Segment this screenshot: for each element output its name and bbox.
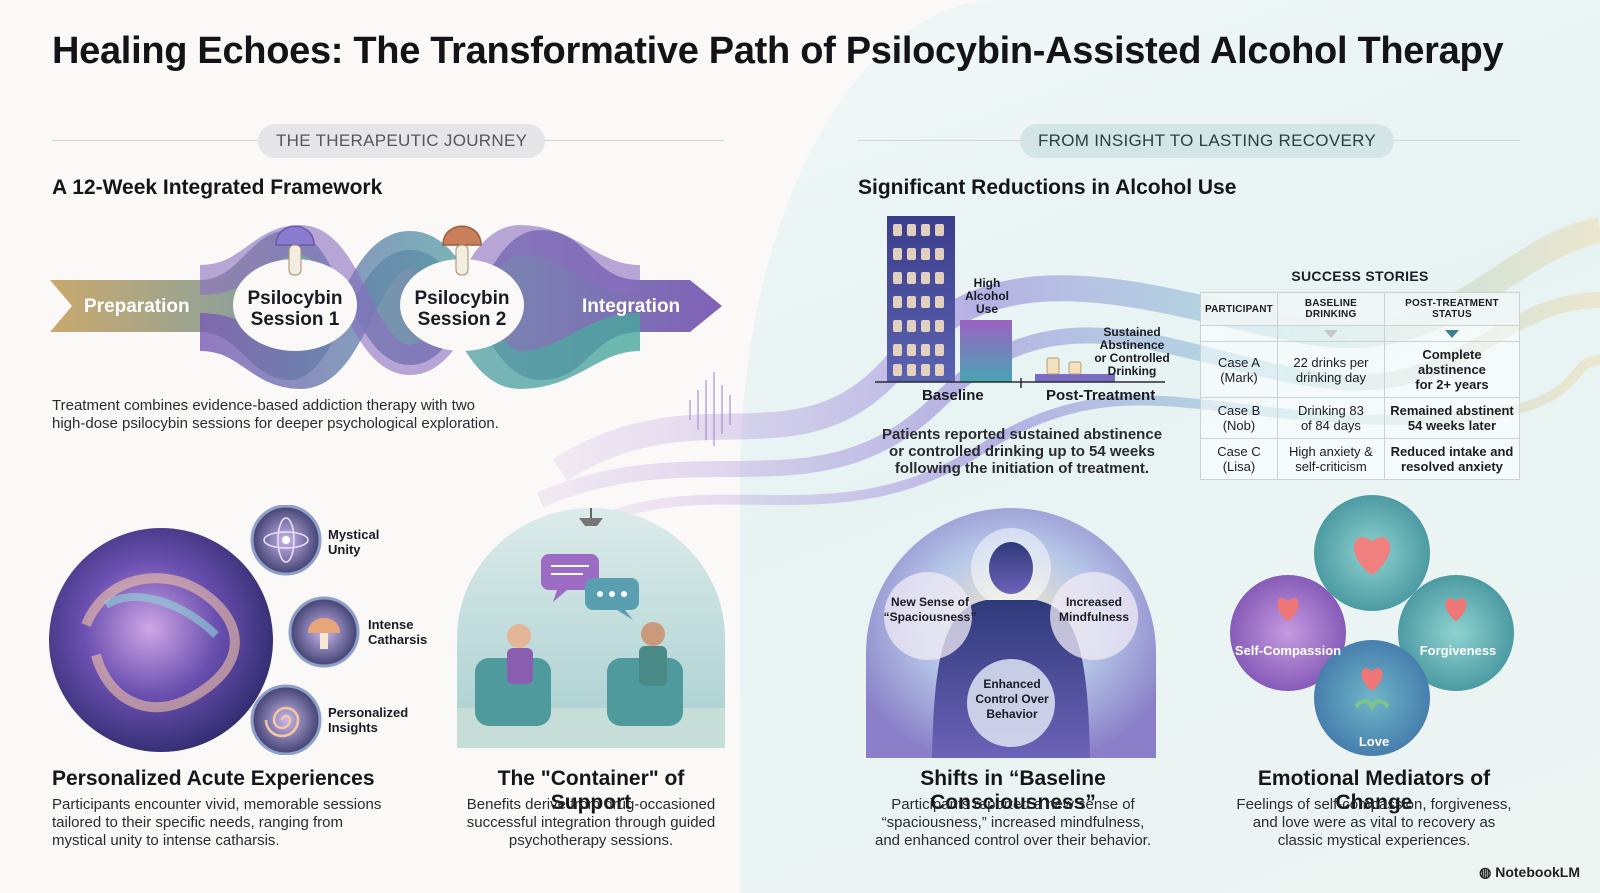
spiral-icon xyxy=(250,684,322,755)
shifts-heading: Shifts in “Baseline Consciousness” xyxy=(920,767,1106,814)
table-row: Case C(Lisa) High anxiety &self-criticis… xyxy=(1200,438,1521,480)
brain-illustration xyxy=(49,505,360,755)
brand-notebooklm: ◍ NotebookLM xyxy=(1479,864,1580,880)
framework-description: Treatment combines evidence-based addict… xyxy=(52,397,499,432)
forgiveness-label: Forgiveness xyxy=(1419,643,1497,658)
section-pill-journey: THE THERAPEUTIC JOURNEY xyxy=(258,124,546,158)
arrow-down-icon xyxy=(1444,330,1459,338)
column-header-status: POST-TREATMENT STATUS xyxy=(1383,292,1521,326)
consciousness-illustration xyxy=(866,508,1156,758)
notebooklm-logo-icon: ◍ xyxy=(1479,864,1496,880)
plant-heart-icon xyxy=(1314,640,1430,756)
success-stories-table: PARTICIPANT BASELINE DRINKING POST-TREAT… xyxy=(1200,292,1521,480)
high-alcohol-label: High Alcohol Use xyxy=(965,276,1009,316)
alcohol-chart-caption: Patients reported sustained abstinence o… xyxy=(881,426,1163,477)
shifts-text: Participants reported a new sense of“spa… xyxy=(874,796,1152,849)
journey-ribbon xyxy=(50,224,722,390)
acute-experiences-text: Participants encounter vivid, memorable … xyxy=(52,796,382,849)
emotional-mediators-heading: Emotional Mediators of Change xyxy=(1257,767,1491,814)
person-silhouette xyxy=(989,542,1033,594)
success-stories-title: SUCCESS STORIES xyxy=(1291,268,1429,284)
post-treatment-bar xyxy=(1035,374,1115,382)
arrow-row xyxy=(1200,325,1521,342)
arrow-down-icon xyxy=(1323,330,1338,338)
stage-session-2: Psilocybin Session 2 xyxy=(414,288,510,330)
container-support-heading: The "Container" of Support xyxy=(497,767,685,814)
high-alcohol-bar xyxy=(960,320,1012,382)
glass-icon xyxy=(1046,357,1060,375)
baseline-label: Baseline xyxy=(922,387,984,404)
mushroom-icon xyxy=(442,225,482,276)
column-header-participant: PARTICIPANT xyxy=(1200,292,1278,326)
stage-integration: Integration xyxy=(582,296,681,317)
emotional-mediators-text: Feelings of self-compassion, forgiveness… xyxy=(1236,796,1512,849)
page-title: Healing Echoes: The Transformative Path … xyxy=(52,30,1504,72)
chat-bubble-icon xyxy=(585,578,639,620)
therapy-session-illustration xyxy=(457,508,725,748)
section-pill-recovery: FROM INSIGHT TO LASTING RECOVERY xyxy=(1020,124,1395,158)
stage-preparation: Preparation xyxy=(84,296,190,317)
post-treatment-label: Post-Treatment xyxy=(1046,387,1156,404)
section-bar-recovery: FROM INSIGHT TO LASTING RECOVERY xyxy=(858,124,1520,158)
stage-session-1: Psilocybin Session 1 xyxy=(247,288,343,330)
chat-bubble-icon xyxy=(541,554,599,602)
spaciousness-label: New Sense of“Spaciousness” xyxy=(883,595,977,624)
column-header-baseline: BASELINE DRINKING xyxy=(1276,292,1385,326)
alcohol-chart xyxy=(875,216,1165,388)
hands-heart-icon xyxy=(1398,575,1514,691)
acute-experiences-heading: Personalized Acute Experiences xyxy=(52,767,375,790)
love-label: Love xyxy=(1358,734,1390,749)
alcohol-use-heading: Significant Reductions in Alcohol Use xyxy=(858,176,1237,199)
glass-icon xyxy=(1068,361,1082,375)
therapist-chair xyxy=(475,624,551,726)
hand-heart-icon xyxy=(1230,575,1346,691)
client-chair xyxy=(607,622,683,726)
section-bar-journey: THE THERAPEUTIC JOURNEY xyxy=(52,124,724,158)
mushroom-icon xyxy=(275,225,315,276)
self-compassion-label: Self-Compassion xyxy=(1234,643,1342,658)
abstinence-label: Sustained Abstinence or Controlled Drink… xyxy=(1094,325,1170,378)
framework-heading: A 12-Week Integrated Framework xyxy=(52,176,383,199)
emotional-mediators-illustration xyxy=(1230,495,1514,756)
